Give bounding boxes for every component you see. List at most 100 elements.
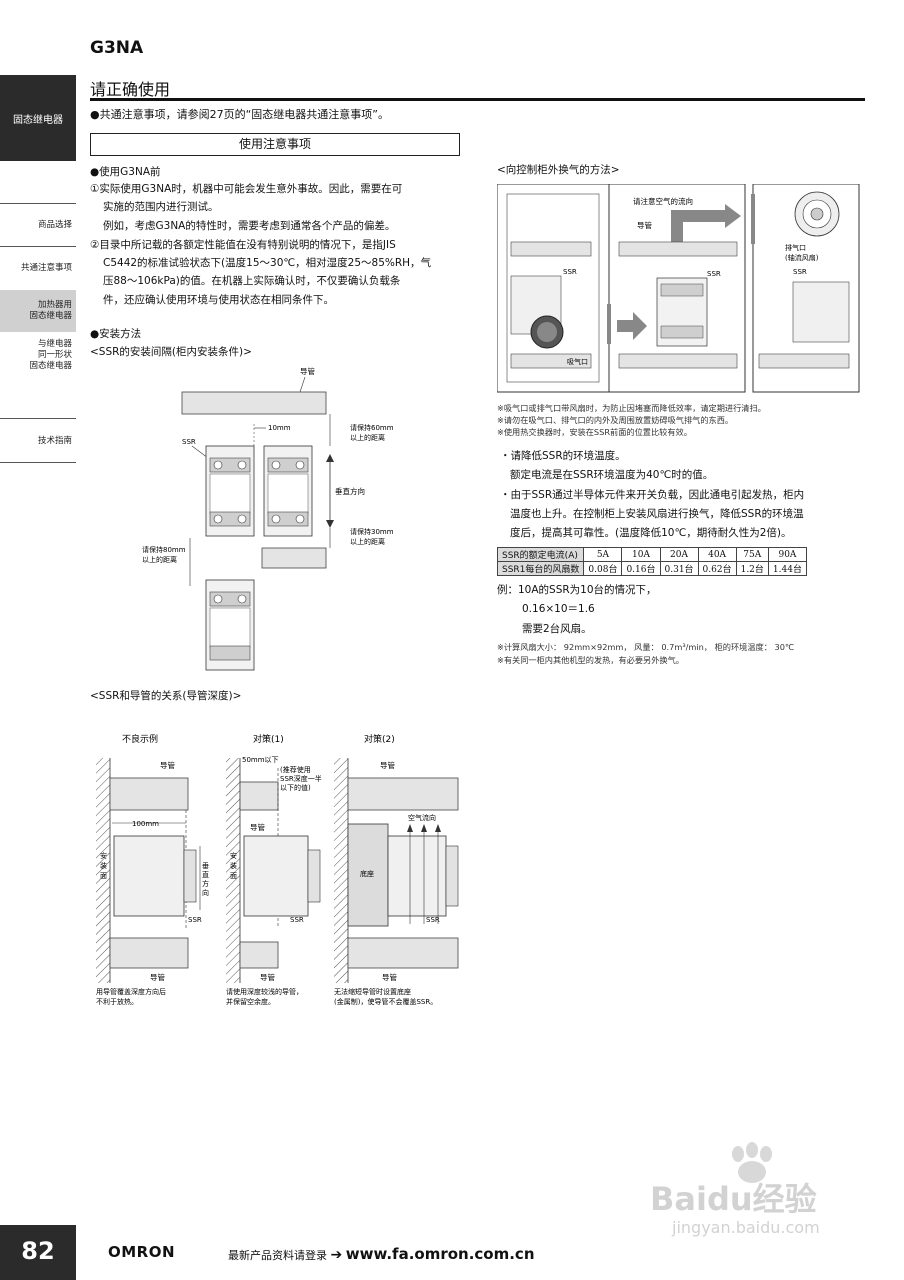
footer-label: 最新产品资料请登录 xyxy=(228,1249,331,1262)
sidebar-item-relay-shape-ssr[interactable]: 与继电器 同一形状 固态继电器 xyxy=(29,339,72,371)
vent-note: ※请勿在吸气口、排气口的内外及周围放置妨碍吸气排气的东西。 xyxy=(497,415,734,425)
label-keep30-1: 请保持30mm xyxy=(350,527,394,536)
label-duct: 导管 xyxy=(382,972,397,982)
table-row: SSR1每台的风扇数 0.08台 0.16台 0.31台 0.62台 1.2台 … xyxy=(496,561,807,576)
table-cell: 10A xyxy=(621,547,661,562)
label-ssr: SSR xyxy=(290,916,304,924)
label-vert-1: 垂 xyxy=(202,861,209,870)
sidebar-item-product-selection[interactable]: 商品选择 xyxy=(37,220,72,230)
caption-fix2-2: (金属制)，使导管不会覆盖SSR。 xyxy=(334,997,437,1006)
label-keep60-1: 请保持60mm xyxy=(350,423,394,432)
ssr-unit-left xyxy=(205,445,255,537)
ssr-unit-bottom xyxy=(205,579,255,671)
label-mount-2: 装 xyxy=(230,861,237,870)
page-title: 请正确使用 xyxy=(90,80,171,99)
label-ssr: SSR xyxy=(793,268,807,276)
table-cell: 0.08台 xyxy=(583,561,623,576)
caption-fix1-2: 并保留空余度。 xyxy=(226,997,275,1006)
install-title: ●安装方法 xyxy=(90,328,142,340)
install-spacing-diagram: 导管 10mm 请保持60mm 以上的距离 SSR 垂直方向 请保持30mm 以… xyxy=(142,366,394,671)
label-100mm: 100mm xyxy=(132,820,159,828)
label-mount-3: 面 xyxy=(230,872,237,880)
watermark-url: jingyan.baidu.com xyxy=(671,1218,820,1237)
example-line: 0.16×10＝1.6 xyxy=(522,603,595,615)
sidebar-item-common-notes[interactable]: 共通注意事项 xyxy=(20,263,72,273)
label-vertical: 垂直方向 xyxy=(335,486,365,496)
caption-bad-2: 不利于放热。 xyxy=(96,997,138,1006)
table-cell: 40A xyxy=(697,547,737,562)
arrow-right-icon: ➔ xyxy=(330,1247,343,1263)
label-duct: 导管 xyxy=(380,760,395,770)
label-airflow: 空气流向 xyxy=(408,813,436,822)
label-recommend-3: 以下的值) xyxy=(280,783,311,792)
label-mount-3: 面 xyxy=(100,872,107,880)
sidebar-item-heater-ssr[interactable]: 加热器用 固态继电器 xyxy=(29,300,72,321)
table-cell: 90A xyxy=(767,547,807,562)
label-duct: 导管 xyxy=(300,366,315,376)
caption-bad-1: 用导管覆盖深度方向后 xyxy=(96,987,166,996)
ventilation-diagram: 请注意空气的流向 导管 SSR SSR 吸气口 排气口 (轴流风扇) SSR xyxy=(497,184,860,393)
caption-fix2-1: 无法缩短导管时设置底座 xyxy=(334,987,411,996)
reduce-line: 温度也上升。在控制柜上安装风扇进行换气，降低SSR的环境温 xyxy=(510,508,804,520)
before-use-item: ①实际使用G3NA时，机器中可能会发生意外事故。因此，需要在可 xyxy=(90,183,403,195)
table-header: SSR1每台的风扇数 xyxy=(496,561,585,576)
sidebar-item-heater-ssr-bg xyxy=(0,290,76,332)
table-cell: 0.31台 xyxy=(659,561,699,576)
label-intake: 吸气口 xyxy=(567,357,588,366)
sidebar-active-label: 固态继电器 xyxy=(13,115,63,126)
label-keep80-1: 请保持80mm xyxy=(142,545,186,554)
duct-depth-diagram: 不良示例 对策(1) 对策(2) 导管 100mm 安 装 面 垂 直 方 向 … xyxy=(96,733,459,1006)
before-use-item: 例如，考虑G3NA的特性时，需要考虑到通常各个产品的偏差。 xyxy=(103,220,396,232)
label-keep30-2: 以上的距离 xyxy=(350,537,385,546)
label-vert-2: 直 xyxy=(202,870,209,879)
label-ssr: SSR xyxy=(182,438,196,446)
label-exhaust-2: (轴流风扇) xyxy=(785,253,819,262)
label-recommend-2: SSR深度一半 xyxy=(280,774,322,783)
label-air-flow-note: 请注意空气的流向 xyxy=(633,196,693,206)
table-cell: 0.62台 xyxy=(697,561,737,576)
section-box-title: 使用注意事项 xyxy=(90,133,460,156)
label-recommend-1: (推荐使用 xyxy=(280,765,311,774)
common-note: ●共通注意事项，请参阅27页的“固态继电器共通注意事项”。 xyxy=(90,108,389,121)
sidebar-divider xyxy=(0,203,76,204)
table-cell: 0.16台 xyxy=(621,561,661,576)
label-mount-1: 安 xyxy=(100,851,107,860)
before-use-item: 压88～106kPa)的值。在机器上实际确认时，不仅要确认负载条 xyxy=(103,275,401,287)
label-ssr: SSR xyxy=(426,916,440,924)
sidebar-item-tech-guide[interactable]: 技术指南 xyxy=(37,436,72,446)
label-vert-4: 向 xyxy=(202,888,209,897)
label-50mm: 50mm以下 xyxy=(242,756,279,764)
label-keep60-2: 以上的距离 xyxy=(350,433,385,442)
label-vert-3: 方 xyxy=(202,879,209,888)
watermark-brand: Baidu经验 xyxy=(650,1180,817,1218)
table-header: SSR的额定电流(A) xyxy=(496,547,585,562)
label-duct: 导管 xyxy=(250,822,265,832)
table-cell: 20A xyxy=(659,547,699,562)
baidu-watermark: Baidu经验 jingyan.baidu.com xyxy=(650,1142,820,1237)
model-title: G3NA xyxy=(90,38,144,58)
fan-count-table: SSR的额定电流(A) 5A 10A 20A 40A 75A 90A SSR1每… xyxy=(496,547,807,576)
omron-logo: OMRON xyxy=(108,1243,176,1261)
label-gap: 10mm xyxy=(268,424,291,432)
footer-url-link[interactable]: www.fa.omron.com.cn xyxy=(345,1245,535,1263)
reduce-line: 额定电流是在SSR环境温度为40℃时的值。 xyxy=(510,469,714,481)
label-fix2: 对策(2) xyxy=(364,733,395,745)
label-mount-1: 安 xyxy=(230,851,237,860)
table-row: SSR的额定电流(A) 5A 10A 20A 40A 75A 90A xyxy=(496,547,807,562)
install-subtitle: <SSR的安装间隔(柜内安装条件)> xyxy=(90,346,252,358)
vent-note: ※使用热交换器时，安装在SSR前面的位置比较有效。 xyxy=(497,427,692,437)
example-note: ※有关同一柜内其他机型的发热，有必要另外换气。 xyxy=(497,655,684,665)
caption-fix1-1: 请使用深度较浅的导管， xyxy=(226,987,303,996)
before-use-item: ②目录中所记载的各额定性能值在没有特别说明的情况下，是指JIS xyxy=(90,239,396,251)
label-bad-example: 不良示例 xyxy=(122,733,158,745)
before-use-title: ●使用G3NA前 xyxy=(90,166,161,178)
before-use-item: C5442的标准试验状态下(温度15～30℃，相对湿度25～85%RH，气 xyxy=(103,257,432,269)
sidebar-divider xyxy=(0,462,76,463)
label-mount-2: 装 xyxy=(100,861,107,870)
reduce-line: ・由于SSR通过半导体元件来开关负载，因此通电引起发热，柜内 xyxy=(500,489,805,501)
label-duct: 导管 xyxy=(150,972,165,982)
sidebar-active-section[interactable]: 固态继电器 xyxy=(0,75,76,161)
table-cell: 75A xyxy=(735,547,769,562)
page-number: 82 xyxy=(0,1225,76,1280)
example-line: 例：10A的SSR为10台的情况下， xyxy=(497,584,657,596)
